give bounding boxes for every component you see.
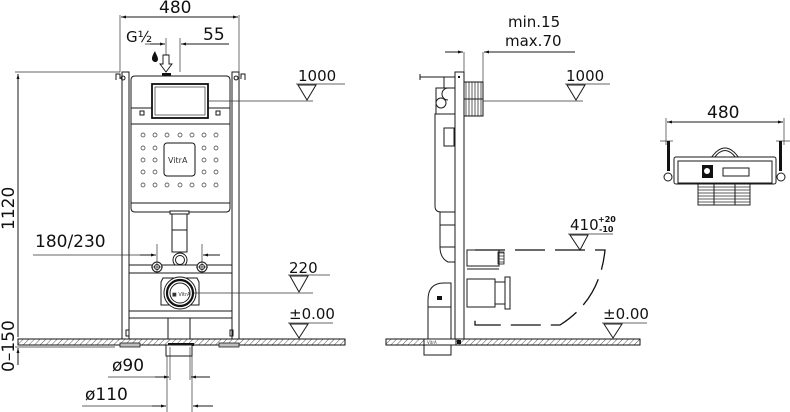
- svg-text:-10: -10: [599, 225, 614, 234]
- waste-outlet: ■ VitrA: [160, 276, 200, 310]
- height-label: 1120: [0, 187, 19, 230]
- front-view: 480 G½ 55 1120 0–150: [0, 0, 346, 412]
- level-marker-1000-side: 1000: [483, 67, 610, 102]
- flush-plate-opening: [151, 83, 209, 119]
- inlet-offset-label: 55: [203, 25, 225, 45]
- frame-post-right: [231, 71, 240, 340]
- level-triangle-icon: [297, 84, 317, 101]
- crossbar-lower: [128, 310, 233, 319]
- side-elbow: [427, 282, 452, 340]
- level-triangle-icon: [569, 234, 589, 251]
- floor-slab-side: [385, 338, 641, 346]
- level-triangle-icon: [289, 275, 309, 294]
- top-view: 480: [660, 103, 790, 206]
- arrow-down-icon: [159, 54, 173, 76]
- foot-right: [218, 342, 240, 348]
- level-marker-floor-side: ±0.00: [602, 305, 649, 339]
- level-triangle-icon: [566, 84, 586, 101]
- drain-inner-label: ø90: [112, 356, 144, 376]
- floor-adjust-label: 0–150: [0, 320, 19, 372]
- wall-depth-max-label: max.70: [505, 32, 562, 50]
- drain-outer-label: ø110: [85, 385, 128, 405]
- top-width-label: 480: [707, 103, 739, 123]
- cistern-vent-holes: [140, 132, 219, 188]
- brand-logo: VitrA: [168, 156, 188, 165]
- svg-text:±0.00: ±0.00: [289, 305, 335, 323]
- toilet-bowl-outline: [474, 249, 606, 326]
- bolt-spacing-label: 180/230: [35, 232, 106, 252]
- svg-text:+20: +20: [598, 215, 616, 224]
- svg-text:220: 220: [289, 259, 318, 277]
- svg-text:±0.00: ±0.00: [603, 305, 649, 323]
- crossbar-upper: [128, 264, 233, 274]
- svg-text:1000: 1000: [298, 67, 336, 85]
- inlet-thread-label: G½: [126, 28, 152, 46]
- side-view: min.15 max.70: [385, 13, 649, 356]
- front-width-label: 480: [159, 0, 191, 18]
- svg-text:VitrA: VitrA: [427, 340, 437, 345]
- svg-text:1000: 1000: [566, 67, 604, 85]
- frame-post-left: [121, 71, 130, 340]
- water-drop-icon: [151, 51, 158, 63]
- seat-height-label: 410: [570, 216, 599, 234]
- side-waste-connector: [466, 278, 496, 308]
- level-marker-1000-front: 1000: [208, 67, 345, 102]
- level-triangle-icon: [603, 323, 623, 339]
- level-triangle-icon: [289, 323, 309, 339]
- level-marker-220: 220: [194, 259, 330, 294]
- side-flush-pipe: [439, 211, 456, 248]
- foot-left: [119, 342, 141, 348]
- svg-text:■ VitrA: ■ VitrA: [172, 292, 191, 298]
- level-marker-410: 410 +20 -10: [568, 215, 616, 251]
- top-flush-frame: [697, 183, 751, 206]
- side-inlet-connector: [466, 249, 500, 267]
- wall-depth-min-label: min.15: [508, 13, 560, 31]
- flush-pipe: [171, 211, 188, 253]
- drain-pipe: [167, 317, 191, 340]
- level-marker-floor-front: ±0.00: [288, 305, 335, 339]
- brand-logo-plate: [163, 142, 196, 177]
- side-frame-post: [454, 71, 465, 340]
